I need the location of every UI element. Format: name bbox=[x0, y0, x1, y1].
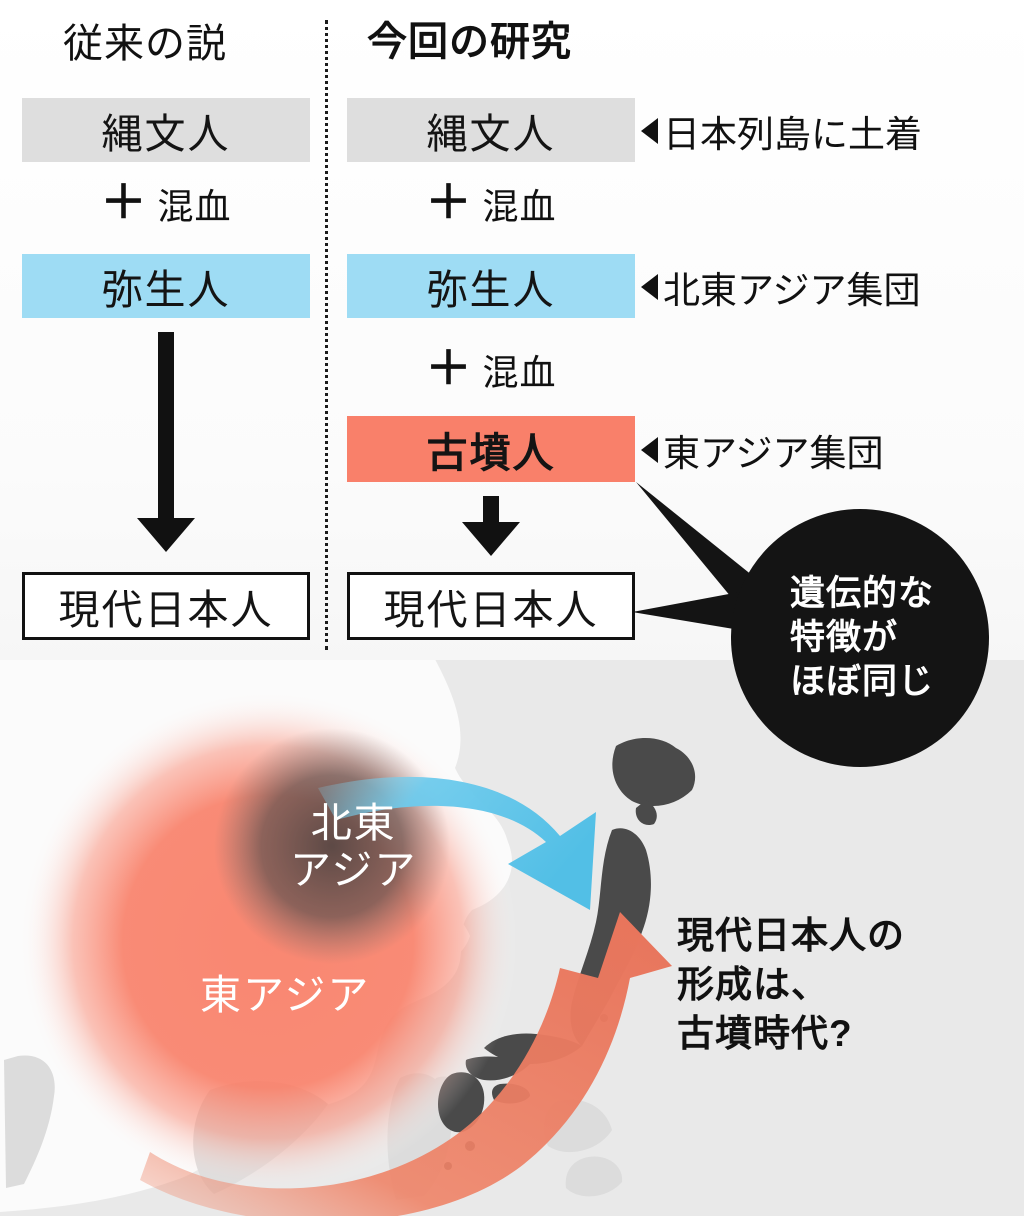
new-box-yayoi: 弥生人 bbox=[347, 254, 635, 318]
bottom-question-text: 現代日本人の 形成は、 古墳時代? bbox=[677, 915, 905, 1054]
column-title-old: 従来の説 bbox=[63, 22, 227, 66]
old-box-yayoi: 弥生人 bbox=[22, 254, 310, 318]
old-box-modern: 現代日本人 bbox=[22, 572, 310, 640]
map-graphic bbox=[0, 660, 1024, 1216]
plus-icon: ＋ bbox=[425, 176, 473, 228]
column-title-new: 今回の研究 bbox=[367, 20, 572, 64]
callout-pointer-kofun bbox=[636, 482, 768, 620]
map-label-east-asia: 東アジア bbox=[200, 972, 371, 1018]
callout-text: 遺伝的な 特徴が ほぼ同じ bbox=[789, 574, 934, 701]
new-mix-2: ＋混血 bbox=[347, 344, 635, 396]
asia-map: 北東 アジア 東アジア bbox=[0, 660, 1024, 1216]
annotation-kofun-label: 東アジア集団 bbox=[663, 433, 884, 474]
left-triangle-icon bbox=[641, 118, 658, 144]
new-mix-1-label: 混血 bbox=[482, 186, 557, 227]
old-mix-1: ＋混血 bbox=[22, 178, 310, 230]
left-triangle-icon bbox=[641, 274, 658, 300]
old-arrow-down bbox=[22, 332, 310, 562]
new-arrow-down bbox=[347, 496, 635, 568]
annotation-jomon: 日本列島に土着 bbox=[641, 108, 922, 155]
lineage-diagram: 従来の説 今回の研究 縄文人 ＋混血 弥生人 現代日本人 縄文人 ＋混血 弥生人… bbox=[0, 0, 1024, 767]
old-mix-1-label: 混血 bbox=[157, 186, 232, 227]
plus-icon: ＋ bbox=[425, 342, 473, 394]
annotation-kofun: 東アジア集団 bbox=[641, 427, 884, 474]
left-triangle-icon bbox=[641, 437, 658, 463]
callout-bubble: 遺伝的な 特徴が ほぼ同じ bbox=[731, 509, 989, 767]
annotation-yayoi-label: 北東アジア集団 bbox=[663, 270, 921, 311]
annotation-yayoi: 北東アジア集団 bbox=[641, 264, 921, 311]
new-box-jomon: 縄文人 bbox=[347, 98, 635, 162]
new-mix-1: ＋混血 bbox=[347, 178, 635, 230]
annotation-jomon-label: 日本列島に土着 bbox=[663, 114, 922, 155]
plus-icon: ＋ bbox=[100, 176, 148, 228]
column-divider bbox=[325, 20, 328, 650]
new-box-modern: 現代日本人 bbox=[347, 572, 635, 640]
old-box-jomon: 縄文人 bbox=[22, 98, 310, 162]
new-box-kofun: 古墳人 bbox=[347, 416, 635, 482]
map-label-northeast-asia: 北東 アジア bbox=[290, 800, 418, 894]
new-mix-2-label: 混血 bbox=[482, 352, 557, 393]
